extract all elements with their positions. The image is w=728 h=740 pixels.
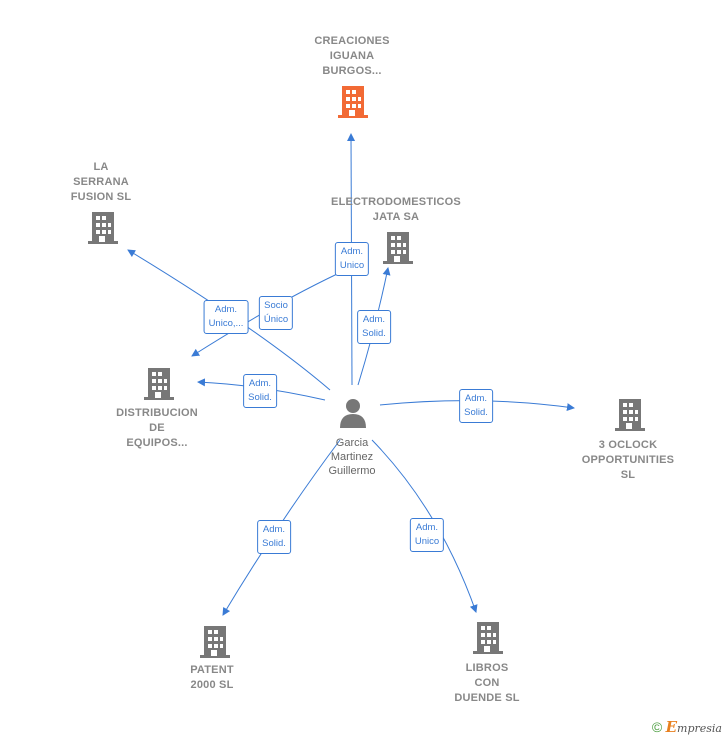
building-icon-distribucion[interactable]	[144, 368, 174, 400]
building-icon-electro[interactable]	[383, 232, 413, 264]
building-icon-libros[interactable]	[473, 622, 503, 654]
company-label-oclock[interactable]: 3 OCLOCK OPPORTUNITIES SL	[581, 439, 675, 481]
building-icon-patent[interactable]	[200, 626, 230, 658]
brand-logo-initial: E	[665, 718, 678, 736]
relation-label-serrana[interactable]: Adm. Unico,...	[203, 300, 249, 334]
brand-logo-text: mpresia	[677, 722, 722, 735]
relation-label-creaciones[interactable]: Adm. Unico	[334, 242, 370, 276]
company-label-creaciones[interactable]: CREACIONES IGUANA BURGOS...	[314, 35, 390, 77]
building-icon-serrana[interactable]	[88, 212, 118, 244]
company-label-serrana[interactable]: LA SERRANA FUSION SL	[70, 161, 132, 203]
copyright-icon: ©	[651, 719, 663, 735]
relation-label-electro[interactable]: Adm. Solid.	[357, 310, 391, 344]
person-icon[interactable]	[340, 399, 366, 428]
relation-label-libros[interactable]: Adm. Unico	[409, 518, 445, 552]
company-label-electro[interactable]: ELECTRODOMESTICOS JATA SA	[331, 196, 461, 223]
company-label-distribucion[interactable]: DISTRIBUCION DE EQUIPOS...	[116, 407, 198, 449]
relation-label-patent[interactable]: Adm. Solid.	[257, 520, 291, 554]
empresia-footer: © Empresia	[652, 718, 722, 736]
building-icon-oclock[interactable]	[615, 399, 645, 431]
company-label-patent[interactable]: PATENT 2000 SL	[190, 664, 234, 691]
company-label-libros[interactable]: LIBROS CON DUENDE SL	[454, 662, 520, 704]
relation-label-oclock[interactable]: Adm. Solid.	[459, 389, 493, 423]
person-name-label[interactable]: Garcia Martinez Guillermo	[328, 437, 376, 477]
relation-label-socio[interactable]: Socio Único	[258, 296, 294, 330]
building-icon-creaciones[interactable]	[338, 86, 368, 118]
relation-label-distribucion[interactable]: Adm. Solid.	[243, 374, 277, 408]
